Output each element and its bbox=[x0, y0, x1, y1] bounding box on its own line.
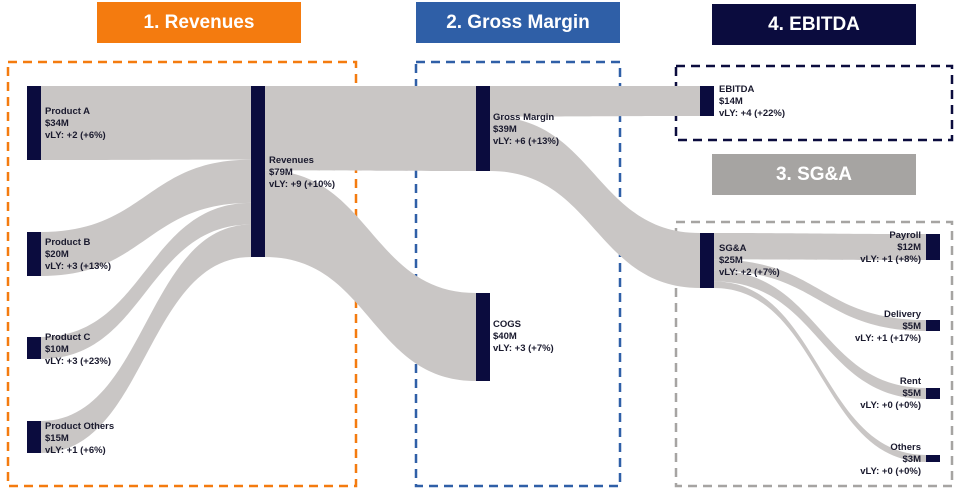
flow-sga-to-delivery bbox=[714, 259, 926, 331]
section-box-ebitda bbox=[674, 64, 954, 142]
flow-sga-to-others bbox=[714, 281, 926, 462]
node-label-delivery: Delivery $5M vLY: +1 (+17%) bbox=[855, 309, 921, 345]
node-value: $34M bbox=[45, 118, 69, 129]
flow-revenues-to-gross-margin bbox=[265, 86, 476, 171]
node-bar-product-c bbox=[27, 337, 41, 359]
node-value: $15M bbox=[45, 433, 69, 444]
node-value: $39M bbox=[493, 124, 517, 135]
node-label-others: Others $3M vLY: +0 (+0%) bbox=[860, 442, 921, 478]
node-value: $25M bbox=[719, 255, 743, 266]
flow-gross-margin-to-sga bbox=[490, 116, 700, 288]
node-name: COGS bbox=[493, 319, 521, 330]
node-name: Product A bbox=[45, 106, 91, 117]
section-box-gross-margin bbox=[414, 60, 622, 488]
flow-sga-to-payroll bbox=[714, 233, 926, 260]
node-label-payroll: Payroll $12M vLY: +1 (+8%) bbox=[860, 230, 921, 266]
node-label-product-b: Product B $20M vLY: +3 (+13%) bbox=[45, 237, 111, 273]
node-name: Product B bbox=[45, 237, 91, 248]
flow-product-b-to-revenues bbox=[41, 159, 251, 276]
node-name: Rent bbox=[899, 376, 921, 387]
node-vly: vLY: +3 (+23%) bbox=[45, 356, 112, 367]
flow-revenues-to-cogs bbox=[265, 170, 476, 381]
node-name: Delivery bbox=[884, 309, 921, 320]
flow-product-c-to-revenues bbox=[41, 202, 251, 359]
node-name: SG&A bbox=[719, 243, 747, 254]
node-label-product-a: Product A $34M vLY: +2 (+6%) bbox=[45, 106, 106, 142]
node-vly: vLY: +1 (+17%) bbox=[854, 333, 921, 344]
node-bar-sga bbox=[700, 233, 714, 288]
node-label-rent: Rent $5M vLY: +0 (+0%) bbox=[860, 376, 921, 412]
node-vly: vLY: +0 (+0%) bbox=[860, 466, 921, 477]
node-label-cogs: COGS $40M vLY: +3 (+7%) bbox=[493, 319, 554, 355]
node-value: $40M bbox=[493, 331, 517, 342]
node-bar-ebitda bbox=[700, 86, 714, 116]
node-label-product-others: Product Others $15M vLY: +1 (+6%) bbox=[45, 421, 114, 457]
section-title-revenues: 1. Revenues bbox=[97, 2, 301, 43]
node-name: Revenues bbox=[269, 155, 314, 166]
node-value: $12M bbox=[897, 242, 921, 253]
node-bar-product-a bbox=[27, 86, 41, 160]
node-name: Product C bbox=[45, 332, 91, 343]
node-value: $3M bbox=[902, 454, 921, 465]
node-label-sga: SG&A $25M vLY: +2 (+7%) bbox=[719, 243, 780, 279]
node-vly: vLY: +3 (+7%) bbox=[493, 343, 554, 354]
node-bar-revenues bbox=[251, 86, 265, 257]
node-bar-rent bbox=[926, 388, 940, 399]
node-label-ebitda: EBITDA $14M vLY: +4 (+22%) bbox=[719, 84, 785, 120]
flow-gross-margin-to-ebitda bbox=[490, 86, 700, 117]
node-value: $5M bbox=[902, 388, 921, 399]
node-bar-product-b bbox=[27, 232, 41, 276]
node-vly: vLY: +0 (+0%) bbox=[860, 400, 921, 411]
node-label-revenues: Revenues $79M vLY: +9 (+10%) bbox=[269, 155, 335, 191]
node-value: $14M bbox=[719, 96, 743, 107]
node-vly: vLY: +4 (+22%) bbox=[719, 108, 786, 119]
node-bar-product-others bbox=[27, 421, 41, 453]
node-vly: vLY: +1 (+8%) bbox=[860, 254, 921, 265]
node-vly: vLY: +2 (+6%) bbox=[45, 130, 106, 141]
node-value: $5M bbox=[902, 321, 921, 332]
flow-product-a-to-revenues bbox=[41, 86, 251, 160]
node-bar-cogs bbox=[476, 293, 490, 381]
node-vly: vLY: +3 (+13%) bbox=[45, 261, 112, 272]
node-name: EBITDA bbox=[719, 84, 755, 95]
node-value: $79M bbox=[269, 167, 293, 178]
node-vly: vLY: +6 (+13%) bbox=[493, 136, 560, 147]
node-name: Payroll bbox=[889, 230, 921, 241]
node-name: Gross Margin bbox=[493, 112, 555, 123]
node-vly: vLY: +2 (+7%) bbox=[719, 267, 780, 278]
node-value: $10M bbox=[45, 344, 69, 355]
section-title-gross-margin: 2. Gross Margin bbox=[416, 2, 620, 43]
node-bar-payroll bbox=[926, 234, 940, 260]
node-name: Others bbox=[890, 442, 921, 453]
node-name: Product Others bbox=[45, 421, 115, 432]
node-bar-delivery bbox=[926, 320, 940, 331]
node-value: $20M bbox=[45, 249, 69, 260]
node-label-product-c: Product C $10M vLY: +3 (+23%) bbox=[45, 332, 111, 368]
section-title-ebitda: 4. EBITDA bbox=[712, 4, 916, 45]
flow-product-others-to-revenues bbox=[41, 224, 251, 453]
section-title-sga: 3. SG&A bbox=[712, 154, 916, 195]
node-bar-gross-margin bbox=[476, 86, 490, 171]
node-vly: vLY: +1 (+6%) bbox=[45, 445, 106, 456]
node-vly: vLY: +9 (+10%) bbox=[269, 179, 336, 190]
flow-sga-to-rent bbox=[714, 270, 926, 399]
section-box-sga bbox=[674, 220, 954, 488]
node-bar-others bbox=[926, 455, 940, 462]
node-label-gross-margin: Gross Margin $39M vLY: +6 (+13%) bbox=[493, 112, 559, 148]
